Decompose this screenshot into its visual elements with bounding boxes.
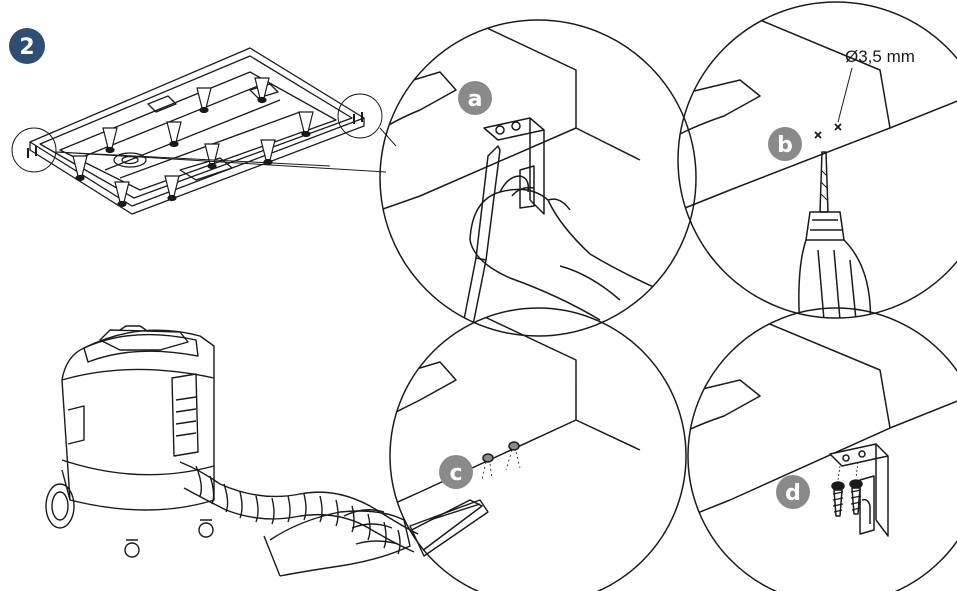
- panel-b-drilling: Ø3,5 mm b: [678, 2, 957, 330]
- drill-marks: [815, 68, 852, 138]
- panel-d-screwing: d: [680, 308, 957, 591]
- tray-underside-illustration: [30, 48, 364, 214]
- drill-diameter-label: Ø3,5 mm: [845, 47, 915, 66]
- panel-c-label: c: [449, 461, 462, 486]
- foot: [255, 78, 269, 103]
- foot: [167, 122, 181, 147]
- screw: [832, 482, 844, 516]
- panel-d-frame: [688, 308, 957, 591]
- panel-a-label: a: [468, 87, 483, 112]
- panel-c-vacuuming: c: [380, 308, 686, 591]
- tray-feet: [73, 78, 313, 207]
- panel-c-badge: c: [439, 455, 473, 489]
- panel-d-badge: d: [776, 475, 810, 509]
- panel-b-label: b: [777, 133, 793, 158]
- step-number: 2: [19, 35, 34, 60]
- step-number-badge: 2: [9, 28, 45, 64]
- foot: [197, 88, 211, 113]
- panel-b-frame: [678, 2, 957, 318]
- foot: [205, 144, 219, 169]
- panel-d-label: d: [785, 481, 801, 506]
- panel-a-badge: a: [458, 81, 492, 115]
- panel-a-marking: a: [380, 20, 696, 336]
- foot: [103, 128, 117, 153]
- panel-b-badge: b: [768, 127, 802, 161]
